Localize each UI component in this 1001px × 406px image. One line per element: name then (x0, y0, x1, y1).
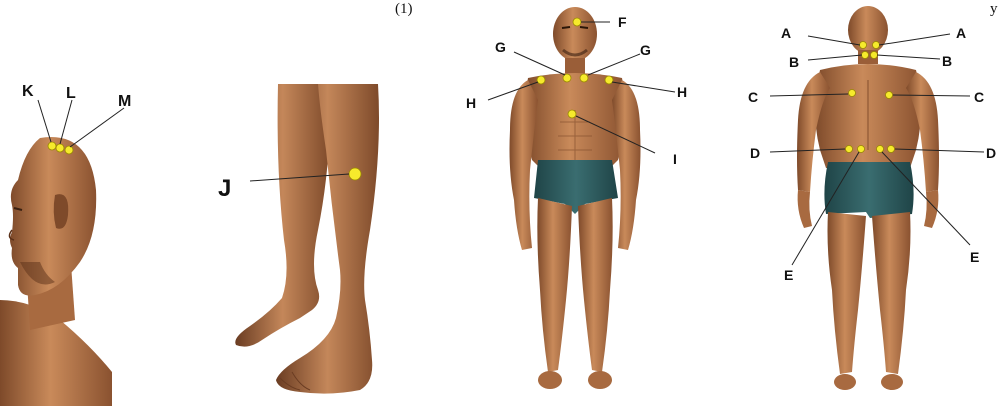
point-d-2 (858, 146, 865, 153)
point-m (65, 146, 73, 154)
point-d-3 (877, 146, 884, 153)
point-f (573, 18, 581, 26)
point-i (568, 110, 576, 118)
figure-front: F G G H H I (466, 7, 687, 389)
point-g-right (580, 74, 588, 82)
label-d-left: D (750, 145, 760, 161)
label-e-left: E (784, 267, 793, 283)
label-k: K (22, 83, 34, 100)
label-h-right: H (677, 84, 687, 100)
label-f: F (618, 14, 627, 30)
point-g-left (563, 74, 571, 82)
label-j: J (218, 175, 231, 202)
figure-back: A A B B C C D D E E (748, 6, 996, 390)
label-g-left: G (495, 39, 506, 55)
label-g-right: G (640, 42, 651, 58)
label-b-right: B (942, 53, 952, 69)
label-e-right: E (970, 249, 979, 265)
label-c-right: C (974, 89, 984, 105)
point-a-right (873, 42, 880, 49)
point-l (56, 144, 64, 152)
point-b-right (871, 52, 878, 59)
point-j (349, 168, 361, 180)
point-b-left (862, 52, 869, 59)
point-k (48, 142, 56, 150)
figure-leg: J (218, 84, 379, 394)
label-i: I (673, 151, 677, 167)
label-a-right: A (956, 25, 966, 41)
label-m: M (118, 93, 131, 110)
caption-right-fragment: y (990, 1, 998, 17)
figure-head-side: K L M (0, 83, 131, 406)
point-h-right (605, 76, 613, 84)
label-b-left: B (789, 54, 799, 70)
point-h-left (537, 76, 545, 84)
label-h-left: H (466, 95, 476, 111)
point-c-left (849, 90, 856, 97)
point-a-left (860, 42, 867, 49)
point-c-right (886, 92, 893, 99)
point-d-4 (888, 146, 895, 153)
label-l: L (66, 85, 76, 102)
label-a-left: A (781, 25, 791, 41)
caption-fragment: (1) (395, 1, 413, 17)
label-d-right: D (986, 145, 996, 161)
point-d-1 (846, 146, 853, 153)
label-c-left: C (748, 89, 758, 105)
